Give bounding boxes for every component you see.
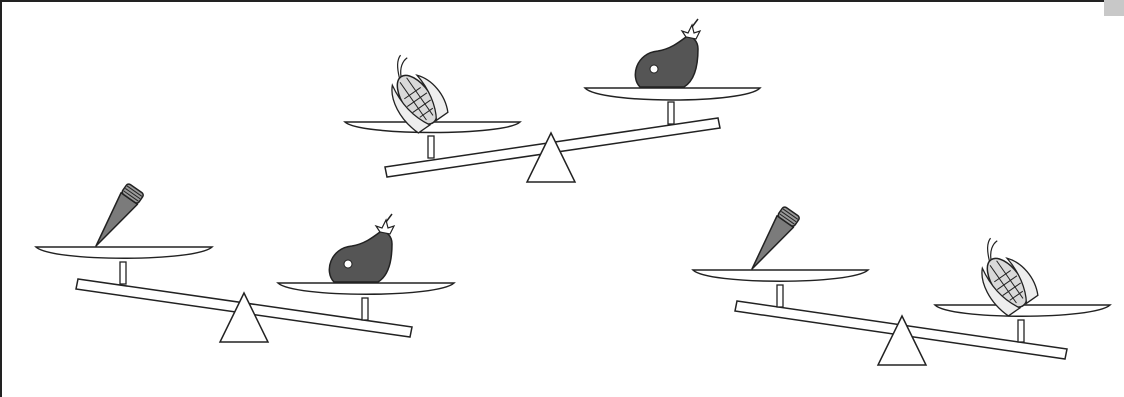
scale-fulcrum [218,291,270,343]
corner-tab [1104,0,1124,16]
eggplant-icon [328,213,395,283]
balance-scale-top [343,18,762,183]
scale-fulcrum [525,131,577,183]
scale-pan-right [583,87,762,101]
carrot-icon [87,182,146,253]
balance-scale-left [34,182,456,343]
carrot-icon [743,205,802,276]
scale-pan-left [34,246,214,259]
scale-pan-right [276,282,456,295]
scale-pan-right [933,304,1112,317]
scale-pan-left [691,269,870,282]
scale-pan-left [343,121,522,134]
scale-fulcrum [876,314,928,366]
balance-scale-right [691,205,1112,366]
eggplant-icon [634,18,701,88]
